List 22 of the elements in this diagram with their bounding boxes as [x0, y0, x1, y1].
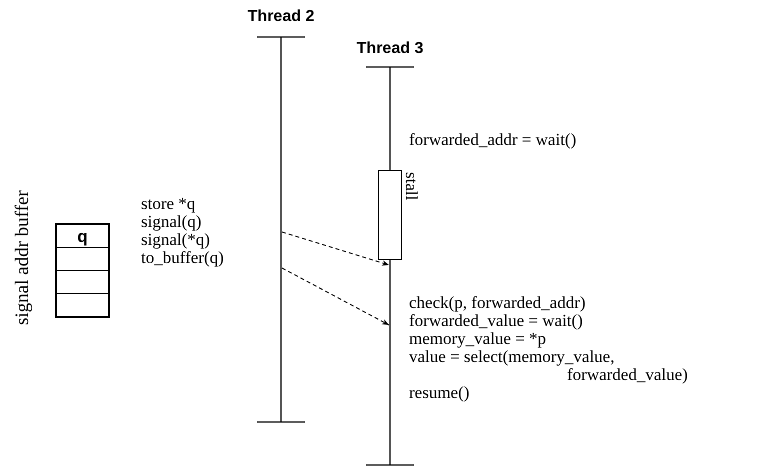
buffer-slot [56, 224, 109, 248]
slot-label: q [77, 228, 88, 244]
code-line: signal(*q) [141, 231, 210, 249]
buffer-slot [56, 293, 109, 317]
thread-title: Thread 3 [356, 39, 424, 59]
code-line: memory_value = *p [409, 330, 546, 348]
code-line: signal(q) [141, 213, 202, 231]
code-line: check(p, forwarded_addr) [409, 294, 586, 312]
dashed-arrow [282, 232, 390, 266]
side-caption: signal addr buffer [13, 190, 32, 328]
buffer-slot [56, 270, 109, 294]
side-caption: stall [403, 172, 420, 200]
code-line: to_buffer(q) [141, 249, 224, 267]
dashed-arrow [282, 268, 390, 326]
code-line: value = select(memory_value, forwarded_value) [409, 348, 689, 384]
buffer-slot [56, 247, 109, 271]
code-line: resume() [409, 384, 470, 402]
code-line: forwarded_addr = wait() [409, 131, 576, 149]
code-line: store *q [141, 195, 196, 213]
buffer-stack [55, 223, 110, 318]
thread-title: Thread 2 [246, 7, 316, 27]
code-line: forwarded_value = wait() [409, 312, 583, 330]
